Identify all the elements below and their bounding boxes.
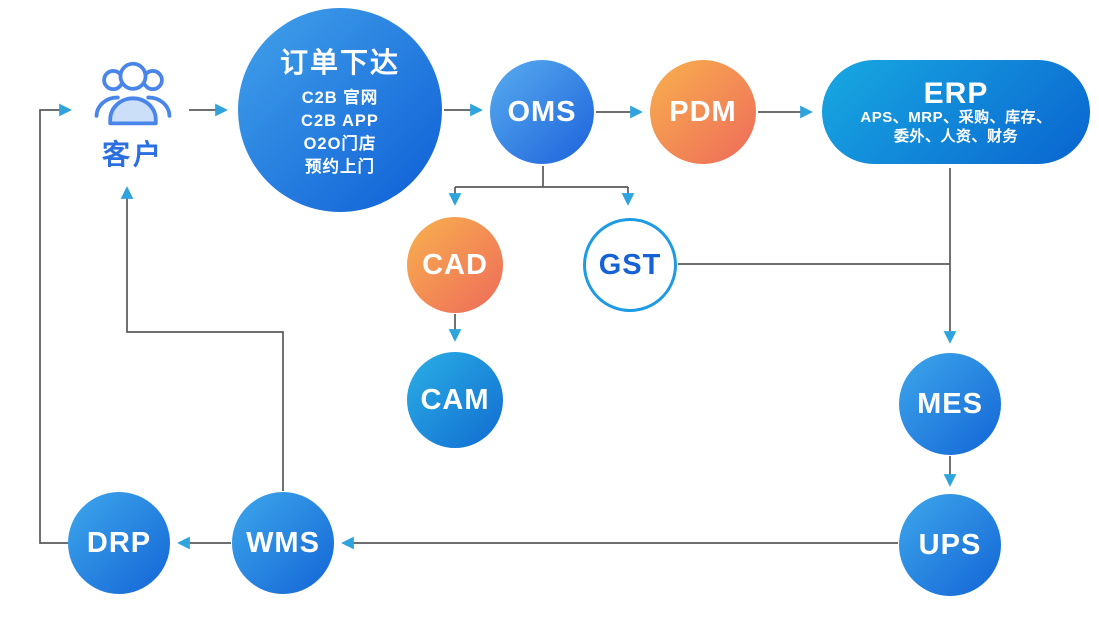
node-customer: 客户 — [80, 55, 186, 173]
node-wms: WMS — [232, 492, 334, 594]
node-oms: OMS — [490, 60, 594, 164]
oms-label: OMS — [507, 95, 577, 128]
order-line-1: C2B 官网 — [301, 88, 379, 107]
order-line-2: C2B APP — [301, 111, 379, 130]
connector-wms-to-customer — [120, 186, 284, 491]
ups-label: UPS — [918, 528, 982, 561]
node-cam: CAM — [407, 352, 503, 448]
wms-label: WMS — [246, 526, 320, 559]
node-mes: MES — [899, 353, 1001, 455]
drp-label: DRP — [86, 526, 152, 559]
node-gst: GST — [583, 218, 677, 312]
node-order: 订单下达 C2B 官网 C2B APP O2O门店 预约上门 — [238, 8, 442, 212]
node-pdm: PDM — [650, 60, 756, 164]
erp-subtitle-line1: APS、MRP、采购、库存、 — [860, 109, 1052, 126]
order-line-4: 预约上门 — [305, 158, 375, 177]
pdm-label: PDM — [669, 95, 737, 128]
node-drp: DRP — [68, 492, 170, 594]
cam-label: CAM — [420, 383, 490, 416]
erp-subtitle-line2: 委外、人资、财务 — [893, 127, 1018, 145]
customer-group-icon — [94, 61, 172, 126]
gst-label: GST — [598, 248, 662, 281]
order-line-3: O2O门店 — [303, 135, 377, 153]
customer-label: 客户 — [101, 139, 164, 170]
connector-oms-branch — [455, 166, 628, 188]
erp-title: ERP — [923, 76, 989, 110]
node-erp: ERP APS、MRP、采购、库存、 委外、人资、财务 — [822, 60, 1090, 164]
node-ups: UPS — [899, 494, 1001, 596]
mes-label: MES — [917, 387, 983, 420]
node-cad: CAD — [407, 217, 503, 313]
connector-drp-to-customer — [39, 103, 72, 544]
cad-label: CAD — [422, 248, 488, 281]
order-title: 订单下达 — [279, 46, 400, 78]
